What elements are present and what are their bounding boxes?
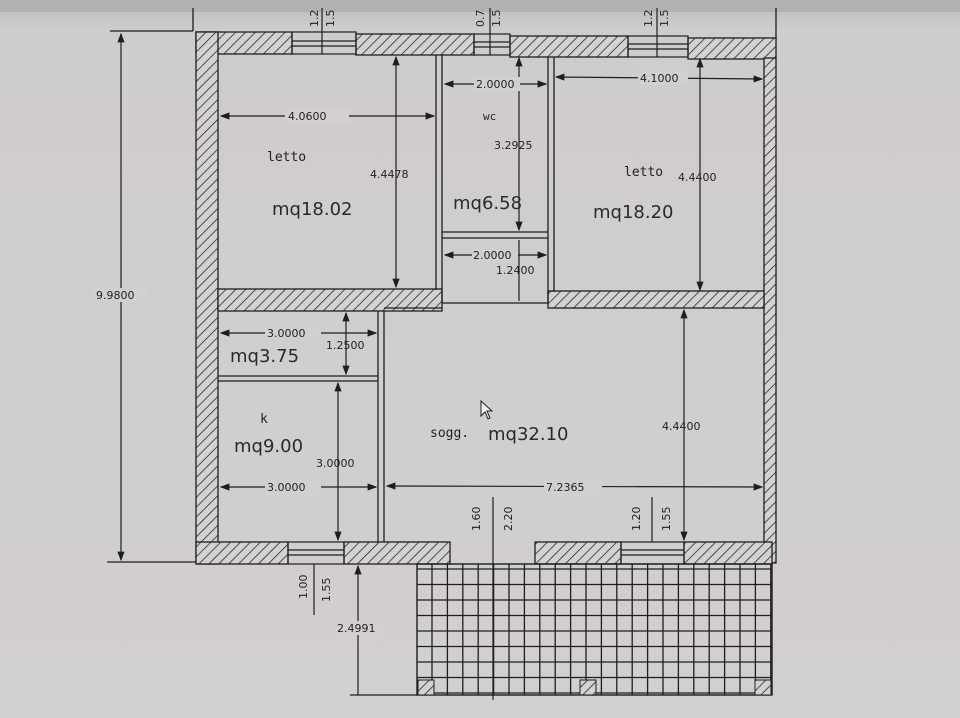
terrace-pillars — [417, 679, 772, 696]
door-bottom-main-h1: 1.60 — [470, 507, 483, 532]
wc-width-dim: 2.0000 — [476, 78, 515, 91]
kitchen-depth-dim: 3.0000 — [316, 457, 355, 470]
terrace-tile-grid — [416, 563, 773, 696]
kitchen-width-dim: 3.0000 — [267, 481, 306, 494]
wc-hall-depth-dim: 1.2400 — [496, 264, 535, 277]
wc-hall-width-dim: 2.0000 — [473, 249, 512, 262]
wc-area: mq6.58 — [453, 193, 522, 214]
storage-width-dim: 3.0000 — [267, 327, 306, 340]
kitchen-label: k — [260, 412, 268, 427]
terrace-grid-lines — [417, 564, 772, 695]
terrace-depth-dim: 2.4991 — [337, 622, 376, 635]
bedroom2-area: mq18.20 — [593, 202, 674, 223]
kitchen-area: mq9.00 — [234, 436, 303, 457]
wc-depth-dim: 3.2925 — [494, 139, 533, 152]
window-top-wc-h2: 1.5 — [490, 10, 503, 28]
bedroom2-width-dim: 4.1000 — [640, 72, 679, 85]
storage-depth-dim: 1.2500 — [326, 339, 365, 352]
bedroom2-depth-dim: 4.4400 — [678, 171, 717, 184]
window-top-left-h1: 1.2 — [308, 10, 321, 28]
window-top-wc-h1: 0.7 — [474, 10, 487, 28]
bedroom2-label: letto — [624, 165, 663, 180]
window-bottom-left-h1: 1.00 — [297, 575, 310, 600]
living-depth-dim: 4.4400 — [662, 420, 701, 433]
storage-area: mq3.75 — [230, 346, 299, 367]
window-bottom-right-h2: 1.55 — [660, 507, 673, 532]
bedroom1-area: mq18.02 — [272, 199, 353, 220]
frame-lines — [110, 8, 777, 40]
door-bottom-main-h2: 2.20 — [502, 507, 515, 532]
window-top-right-h1: 1.2 — [642, 10, 655, 28]
window-top-left-h2: 1.5 — [324, 10, 337, 28]
living-width-dim: 7.2365 — [546, 481, 585, 494]
living-area: mq32.10 — [488, 424, 569, 445]
interior-walls — [217, 55, 765, 542]
dimension-labels: 9.9800 4.0600 4.4478 2.0000 3.2925 2.000… — [93, 10, 717, 635]
bedroom1-width-dim: 4.0600 — [288, 110, 327, 123]
overall-height-dim: 9.9800 — [96, 289, 135, 302]
wc-label: wc — [483, 110, 496, 123]
dimension-lines — [107, 32, 764, 696]
window-bottom-left-h2: 1.55 — [320, 578, 333, 603]
mouse-cursor-icon — [480, 399, 494, 420]
bedroom1-label: letto — [267, 150, 306, 165]
bedroom1-depth-dim: 4.4478 — [370, 168, 409, 181]
window-top-right-h2: 1.5 — [658, 10, 671, 28]
window-bottom-right-h1: 1.20 — [630, 507, 643, 532]
monitor-bezel — [0, 0, 960, 12]
room-labels: letto mq18.02 wc mq6.58 letto mq18.20 mq… — [230, 110, 674, 457]
living-label: sogg. — [430, 426, 469, 441]
